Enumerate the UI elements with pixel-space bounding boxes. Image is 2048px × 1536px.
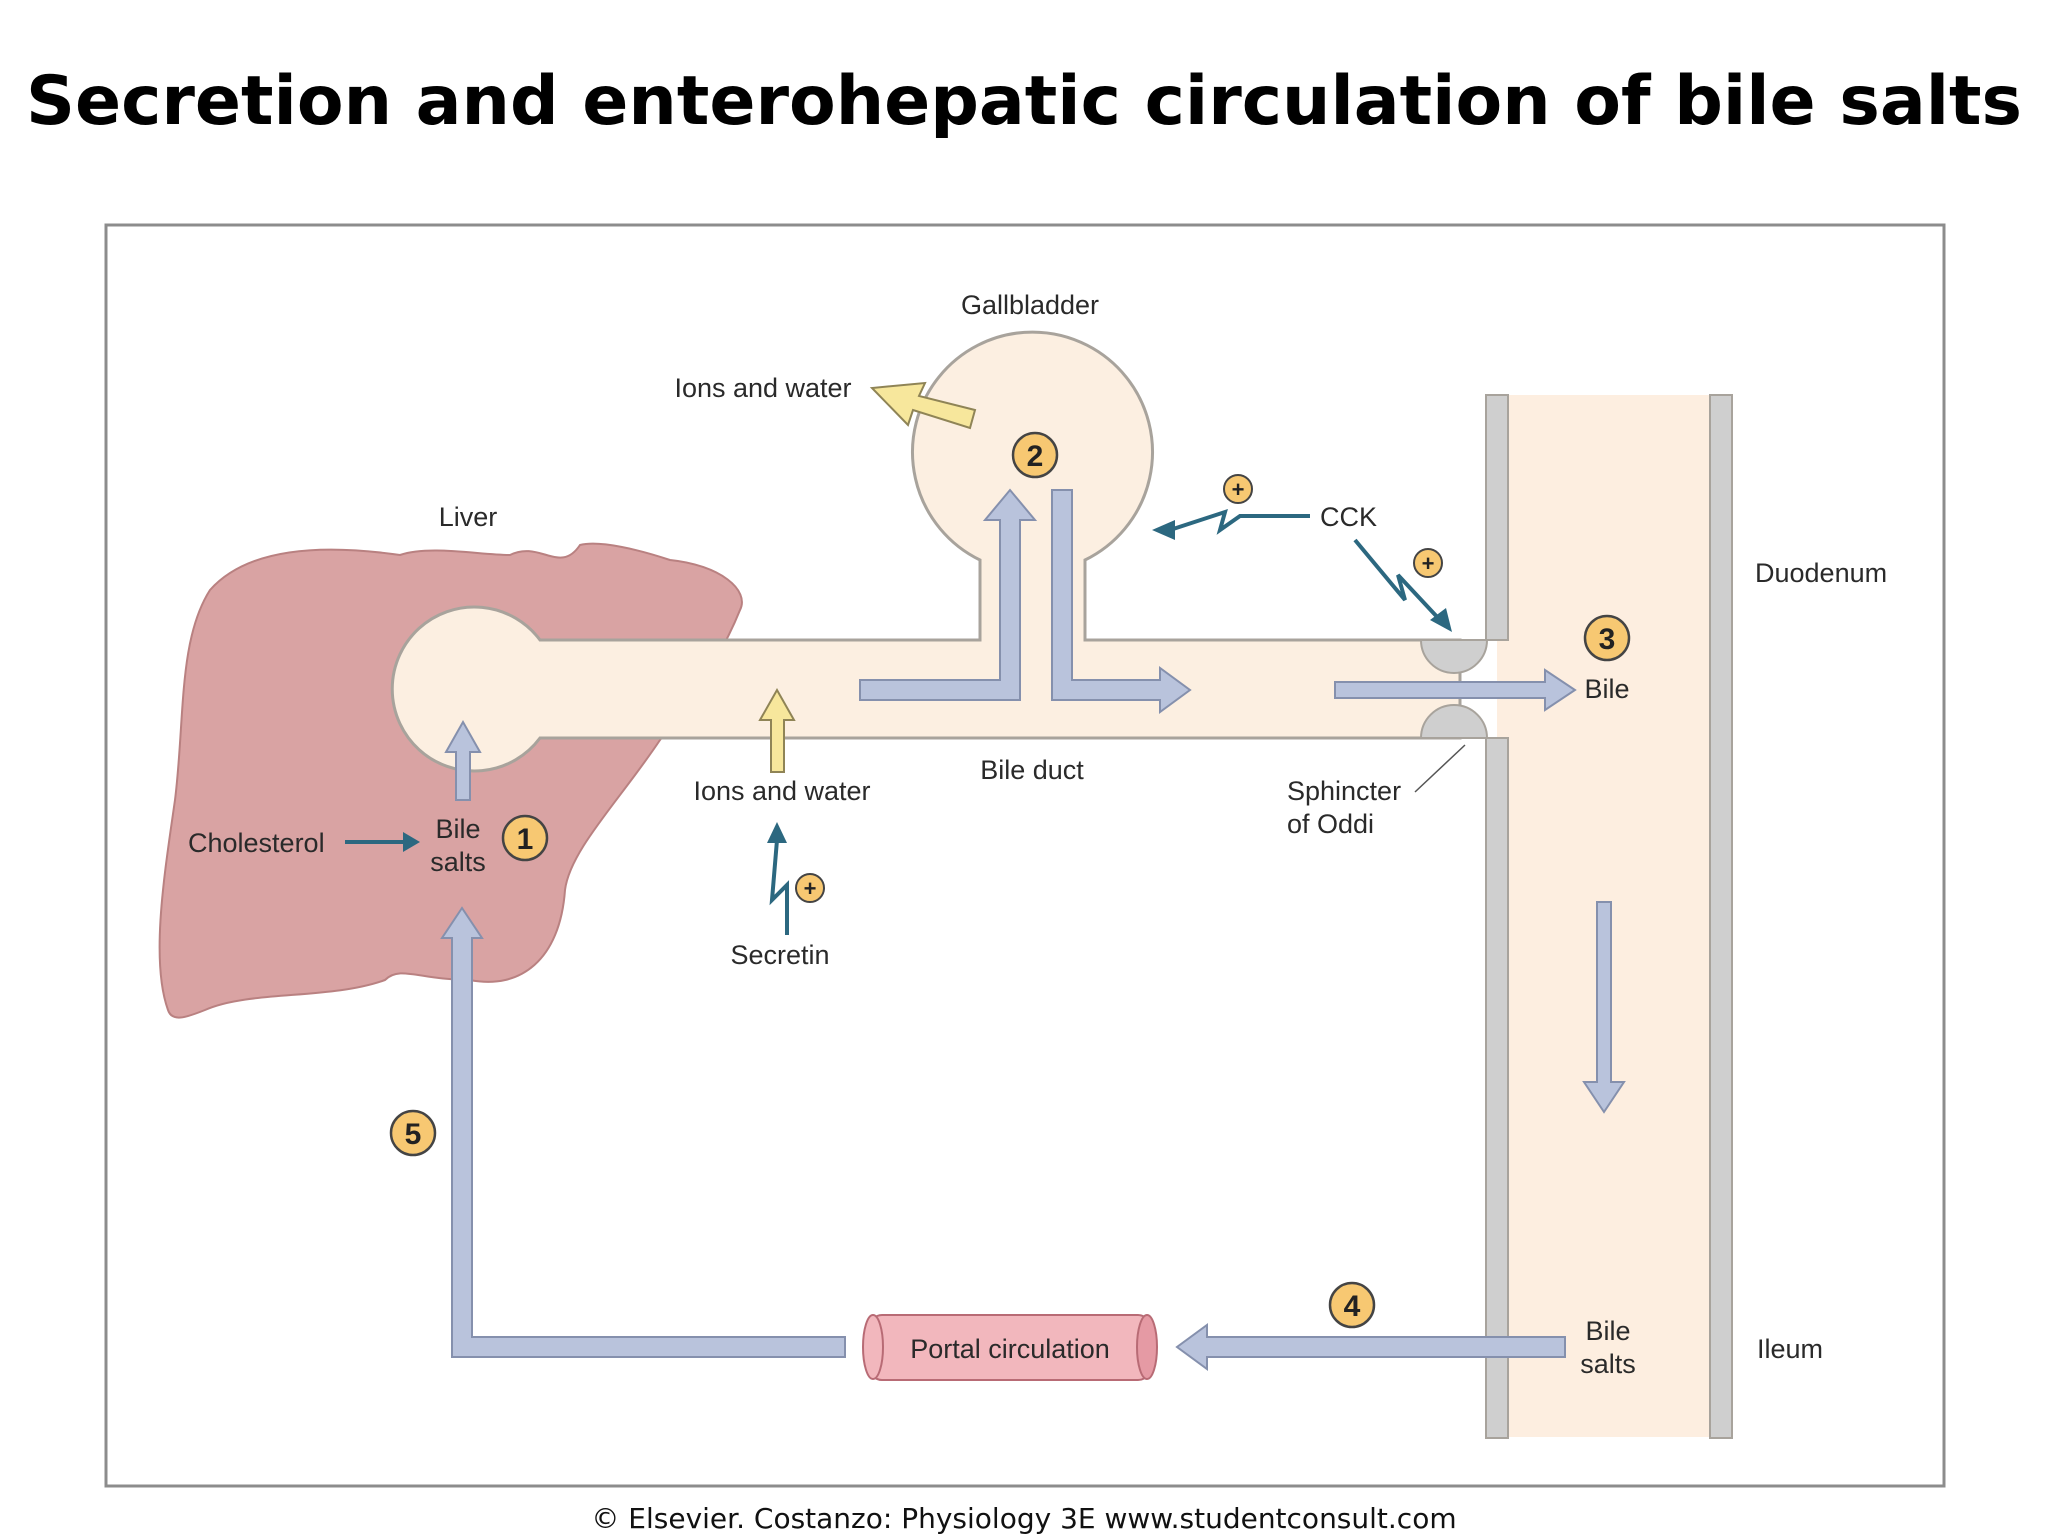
svg-text:+: + bbox=[1422, 551, 1435, 576]
duct-flow-arrow-into-gallbladder bbox=[859, 488, 1038, 701]
step-3-badge: 3 bbox=[1583, 614, 1631, 662]
ileum-label: Ileum bbox=[1757, 1334, 1823, 1364]
secretin-to-duct-arrowhead bbox=[767, 822, 787, 843]
secretin-plus-badge: + bbox=[795, 873, 825, 903]
secretin-to-duct-signal bbox=[769, 839, 789, 935]
duodenum-left-wall bbox=[1485, 394, 1509, 641]
duct-flow-arrow-to-duodenum bbox=[1334, 668, 1577, 712]
portal-vessel-end-left bbox=[862, 1314, 884, 1380]
return-flow-arrow-to-liver bbox=[440, 906, 846, 1358]
bile-duct-label: Bile duct bbox=[980, 755, 1084, 785]
svg-text:4: 4 bbox=[1344, 1290, 1361, 1323]
intestine-right-wall bbox=[1709, 394, 1733, 1439]
step-5-badge: 5 bbox=[389, 1109, 437, 1157]
ions-water-top-label: Ions and water bbox=[674, 373, 851, 403]
sphincter-upper bbox=[1419, 639, 1489, 674]
duct-flow-arrow-out-of-gallbladder bbox=[1051, 489, 1192, 714]
bile-label: Bile bbox=[1584, 674, 1629, 704]
cck-sphincter-plus-badge: + bbox=[1413, 548, 1443, 578]
svg-text:+: + bbox=[804, 876, 817, 901]
sphincter-pointer-line bbox=[1414, 744, 1466, 793]
bile-salts-ileum-line1: Bile bbox=[1585, 1316, 1630, 1346]
sphincter-lower bbox=[1419, 704, 1489, 739]
duodenum-label: Duodenum bbox=[1755, 558, 1887, 588]
ions-water-arrow-out-of-gallbladder bbox=[869, 381, 977, 430]
cck-to-sphincter-signal bbox=[1353, 538, 1442, 622]
cholesterol-arrow-head bbox=[403, 832, 420, 852]
step-1-badge: 1 bbox=[501, 814, 549, 862]
bile-salts-liver-line2: salts bbox=[430, 847, 486, 877]
svg-text:3: 3 bbox=[1599, 623, 1616, 656]
slide-title: Secretion and enterohepatic circulation … bbox=[25, 62, 2022, 141]
ions-water-bottom-label: Ions and water bbox=[693, 776, 870, 806]
bile-salts-ileum-line2: salts bbox=[1580, 1349, 1636, 1379]
portal-vessel-end-right bbox=[1136, 1314, 1158, 1380]
svg-text:+: + bbox=[1232, 477, 1245, 502]
bile-salts-arrow-to-bulb bbox=[444, 719, 482, 801]
copyright-footer: © Elsevier. Costanzo: Physiology 3E www.… bbox=[591, 1502, 1457, 1535]
secretin-label: Secretin bbox=[730, 940, 829, 970]
gallbladder-label: Gallbladder bbox=[961, 290, 1099, 320]
portal-circulation-label: Portal circulation bbox=[910, 1334, 1110, 1364]
sphincter-label-line2: of Oddi bbox=[1287, 809, 1374, 839]
liver-label: Liver bbox=[439, 502, 498, 532]
ileum-to-portal-arrow bbox=[1175, 1323, 1566, 1371]
cck-to-sphincter-arrowhead bbox=[1430, 608, 1452, 632]
sphincter-label-line1: Sphincter bbox=[1287, 776, 1401, 806]
cholesterol-label: Cholesterol bbox=[188, 828, 325, 858]
duodenum-downward-flow-arrow bbox=[1582, 901, 1626, 1114]
svg-text:5: 5 bbox=[405, 1118, 422, 1151]
cck-label: CCK bbox=[1320, 502, 1377, 532]
ions-water-arrow-into-duct bbox=[758, 687, 796, 773]
cck-gallbladder-plus-badge: + bbox=[1223, 474, 1253, 504]
cck-to-gallbladder-signal bbox=[1169, 508, 1310, 535]
svg-text:2: 2 bbox=[1027, 440, 1044, 473]
step-4-badge: 4 bbox=[1328, 1281, 1376, 1329]
svg-text:1: 1 bbox=[517, 823, 534, 856]
step-2-badge: 2 bbox=[1011, 431, 1059, 479]
ileum-left-wall bbox=[1485, 737, 1509, 1439]
cck-to-gallbladder-arrowhead bbox=[1152, 520, 1175, 540]
bile-salts-liver-line1: Bile bbox=[435, 814, 480, 844]
